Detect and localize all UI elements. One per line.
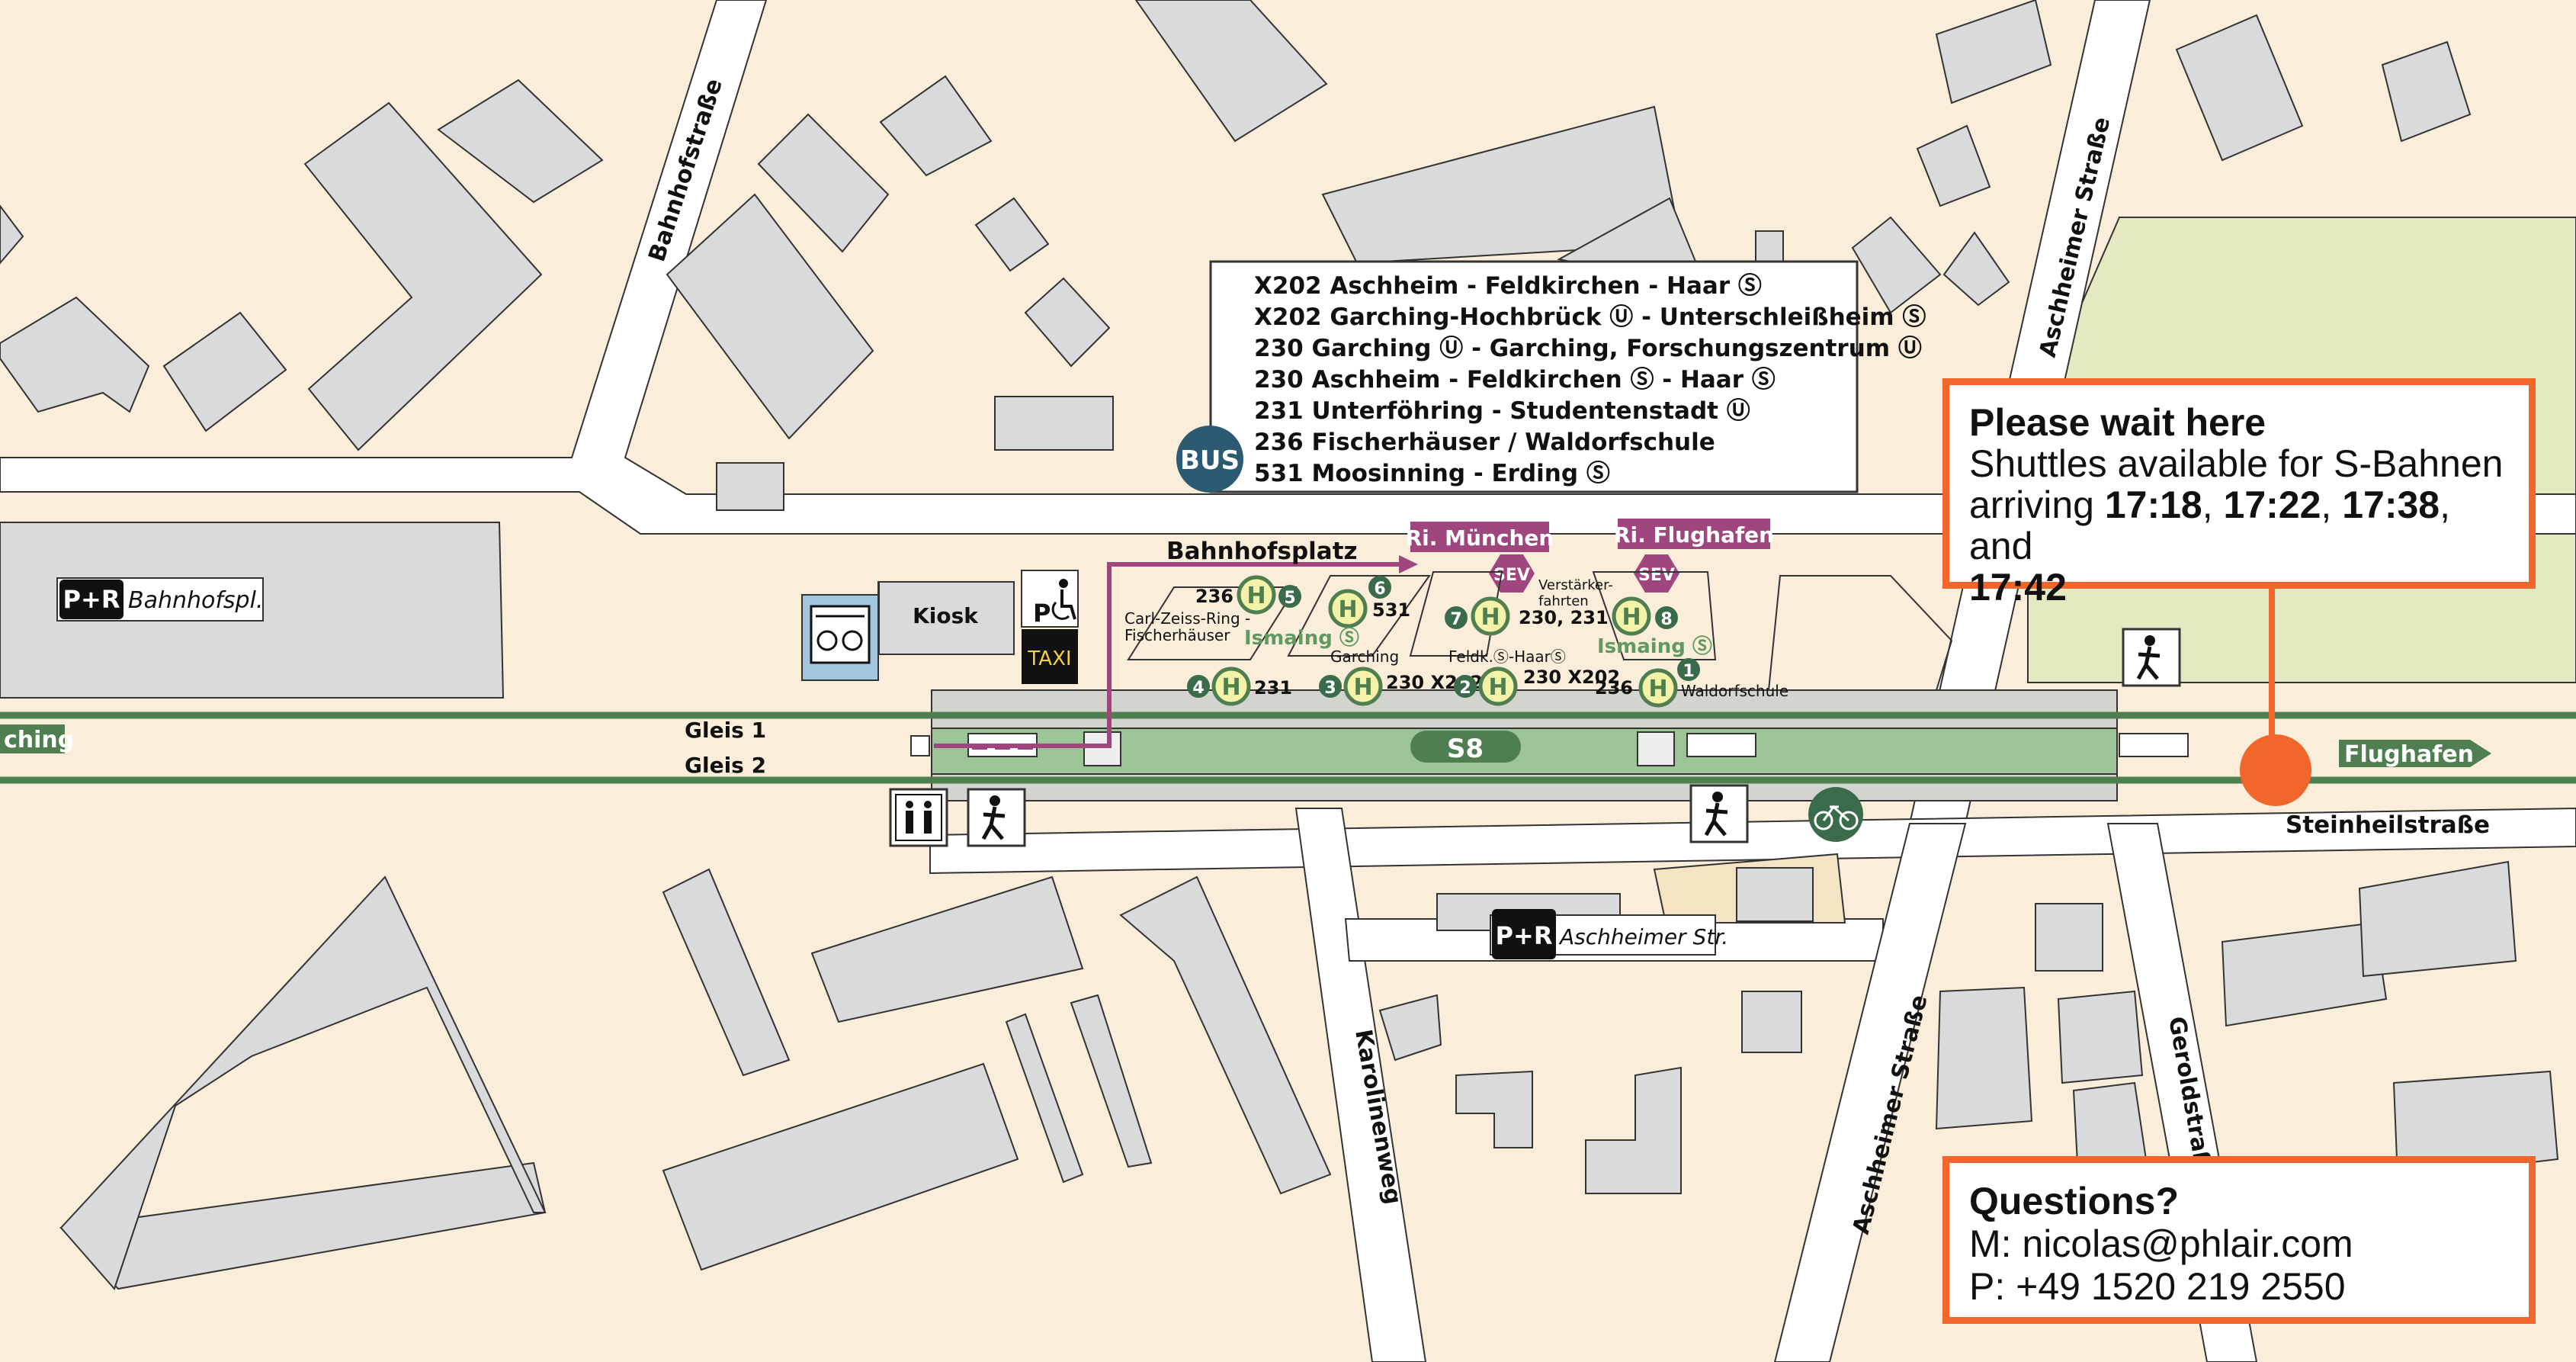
bus-stops: H 5 236 H 6 531 H 7 230, 231 H 8 H 4 231… [1124, 575, 1788, 708]
wait-line-b: arriving [1969, 483, 2105, 526]
garching-label: Garching [1330, 647, 1399, 666]
sev-badge-2: SEV [1638, 566, 1675, 585]
ri-muenchen-label: Ri. München [1406, 525, 1554, 551]
stop-4-number: 4 [1192, 679, 1204, 698]
stairs-icon [967, 788, 1026, 847]
ri-flughafen-label: Ri. Flughafen [1614, 522, 1774, 548]
park-and-ride-aschheimer: P+R Aschheimer Str. [1490, 909, 1728, 959]
accessible-parking-icon: P [1021, 570, 1079, 628]
waldorfschule-label: Waldorfschule [1681, 682, 1788, 700]
bus-line-3: 230 Garching Ⓤ - Garching, Forschungszen… [1254, 335, 1922, 362]
pr-bahnhofspl-label: Bahnhofspl. [128, 587, 263, 614]
time-1738: 17:38 [2342, 483, 2440, 526]
bus-line-4: 230 Aschheim - Feldkirchen Ⓢ - Haar Ⓢ [1254, 366, 1776, 394]
verstaerker-label-1: Verstärker- [1538, 577, 1613, 593]
gleis-2-label: Gleis 2 [685, 753, 766, 778]
stop-6-route: 531 [1372, 599, 1410, 621]
stairs-icon-2 [1689, 784, 1749, 843]
carl-zeiss-label-2: Fischerhäuser [1124, 626, 1230, 644]
time-1718: 17:18 [2104, 483, 2202, 526]
bus-line-6: 236 Fischerhäuser / Waldorfschule [1254, 429, 1715, 456]
garching-direction-label: ching [4, 727, 74, 753]
bus-badge: BUS [1180, 445, 1240, 476]
pr-logo-icon-2: P+R [1496, 921, 1553, 950]
bus-line-5: 231 Unterföhring - Studentenstadt Ⓤ [1254, 397, 1750, 425]
bus-line-7: 531 Moosinning - Erding Ⓢ [1254, 460, 1610, 487]
pr-logo-icon: P+R [63, 585, 120, 614]
direction-flags: Ri. München Ri. Flughafen SEV SEV [1406, 519, 1774, 593]
svg-text:H: H [1246, 583, 1266, 609]
questions-box: Questions? M: nicolas@phlair.com P: +49 … [1942, 1156, 2536, 1324]
stairs-icon-3 [2122, 628, 2181, 687]
svg-text:H: H [1488, 674, 1507, 701]
stop-5-route: 236 [1195, 586, 1233, 607]
steinheilstrasse-label: Steinheilstraße [2286, 811, 2490, 839]
flughafen-direction-label: Flughafen [2344, 741, 2474, 768]
stop-7-number: 7 [1450, 610, 1461, 629]
bicycle-icon [1808, 787, 1863, 842]
sev-badge-1: SEV [1493, 566, 1530, 585]
ismaing-label-1: Ismaing Ⓢ [1244, 626, 1359, 650]
contact-phone[interactable]: P: +49 1520 219 2550 [1969, 1265, 2346, 1308]
pr-aschheimer-label: Aschheimer Str. [1558, 924, 1728, 949]
stop-1-route: 236 [1595, 677, 1633, 699]
taxi-label: TAXI [1027, 647, 1071, 670]
s8-badge: S8 [1447, 734, 1484, 764]
svg-text:H: H [1353, 674, 1372, 701]
stop-2-route: 230 X202 [1523, 667, 1620, 688]
svg-text:H: H [1648, 676, 1667, 702]
time-1742: 17:42 [1969, 566, 2067, 609]
wait-and: , and [1969, 483, 2451, 567]
verstaerker-label-2: fahrten [1538, 593, 1589, 609]
svg-text:H: H [1622, 604, 1641, 631]
toilet-icon [889, 788, 948, 847]
stop-5-number: 5 [1284, 589, 1295, 608]
wait-here-box: Please wait here Shuttles available for … [1942, 378, 2536, 608]
bike-parking-icon [801, 594, 879, 681]
park-and-ride-bahnhofspl: P+R Bahnhofspl. [56, 577, 264, 622]
gleis-1-label: Gleis 1 [685, 718, 766, 743]
stop-7-route: 230, 231 [1519, 607, 1609, 628]
svg-text:P: P [1033, 599, 1051, 628]
carl-zeiss-label-1: Carl-Zeiss-Ring - [1124, 609, 1250, 628]
ismaing-label-2: Ismaing Ⓢ [1597, 634, 1712, 658]
taxi-stand-icon [1022, 629, 1078, 684]
feldk-haar-label: Feldk.Ⓢ-HaarⓈ [1448, 647, 1566, 666]
wait-location-marker [2240, 734, 2311, 806]
bus-lines-box: X202 Aschheim - Feldkirchen - Haar Ⓢ X20… [1176, 260, 1926, 493]
bahnhofsplatz-label: Bahnhofsplatz [1166, 538, 1358, 565]
svg-text:H: H [1480, 604, 1500, 631]
wait-title: Please wait here [1969, 401, 2266, 444]
bus-line-2: X202 Garching-Hochbrück Ⓤ - Unterschleiß… [1254, 304, 1926, 331]
svg-text:H: H [1221, 674, 1240, 701]
stop-3-number: 3 [1324, 679, 1336, 698]
walking-route [910, 555, 1418, 756]
wait-line-a: Shuttles available for S-Bahnen [1969, 442, 2504, 485]
time-1722: 17:22 [2223, 483, 2321, 526]
station: S8 Gleis 1 Gleis 2 ching Flughafen [0, 689, 2576, 801]
stop-8-number: 8 [1660, 610, 1672, 629]
bus-islands [1127, 571, 1953, 691]
contact-email[interactable]: M: nicolas@phlair.com [1969, 1222, 2353, 1265]
questions-title: Questions? [1969, 1180, 2180, 1222]
kiosk-label: Kiosk [913, 603, 979, 628]
stop-2-number: 2 [1459, 679, 1471, 698]
stop-4-route: 231 [1254, 677, 1292, 699]
stop-1-number: 1 [1683, 662, 1694, 681]
stop-6-number: 6 [1374, 580, 1385, 599]
svg-text:H: H [1338, 596, 1357, 623]
bus-line-1: X202 Aschheim - Feldkirchen - Haar Ⓢ [1254, 272, 1762, 300]
